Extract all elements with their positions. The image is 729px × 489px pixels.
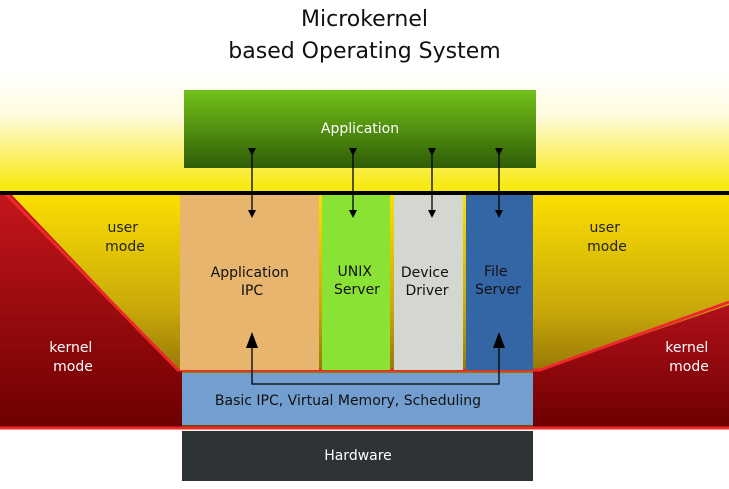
- application-ipc-label: Application IPC: [211, 265, 294, 299]
- kernel-services-label: Basic IPC, Virtual Memory, Scheduling: [215, 393, 481, 409]
- application-block: [184, 90, 536, 168]
- device-driver-label: Device Driver: [401, 265, 453, 299]
- title-line-1: Microkernel: [301, 7, 428, 32]
- file-server-label: File Server: [475, 264, 521, 298]
- hardware-label: Hardware: [324, 448, 392, 464]
- kernel-mode-zone-right: [533, 305, 729, 428]
- unix-server-label: UNIX Server: [334, 264, 380, 298]
- ipc-arrow-head-left: [246, 332, 258, 348]
- hardware-block: [182, 431, 533, 481]
- title-line-2: based Operating System: [228, 39, 501, 64]
- kernel-mode-label-right: kernel mode: [665, 340, 713, 375]
- kernel-mode-label-left: kernel mode: [49, 340, 97, 375]
- unix-server-block: [322, 195, 390, 370]
- ipc-arrow-head-right: [493, 332, 505, 348]
- kernel-services-block: [182, 373, 533, 425]
- diagram-title: Microkernel based Operating System: [0, 4, 729, 68]
- ipc-loop-line: [251, 345, 500, 385]
- user-mode-label-right: user mode: [587, 220, 627, 255]
- application-label: Application: [321, 121, 399, 137]
- user-mode-label-left: user mode: [105, 220, 145, 255]
- device-driver-block: [394, 195, 463, 370]
- kernel-mode-zone-left: [0, 193, 182, 428]
